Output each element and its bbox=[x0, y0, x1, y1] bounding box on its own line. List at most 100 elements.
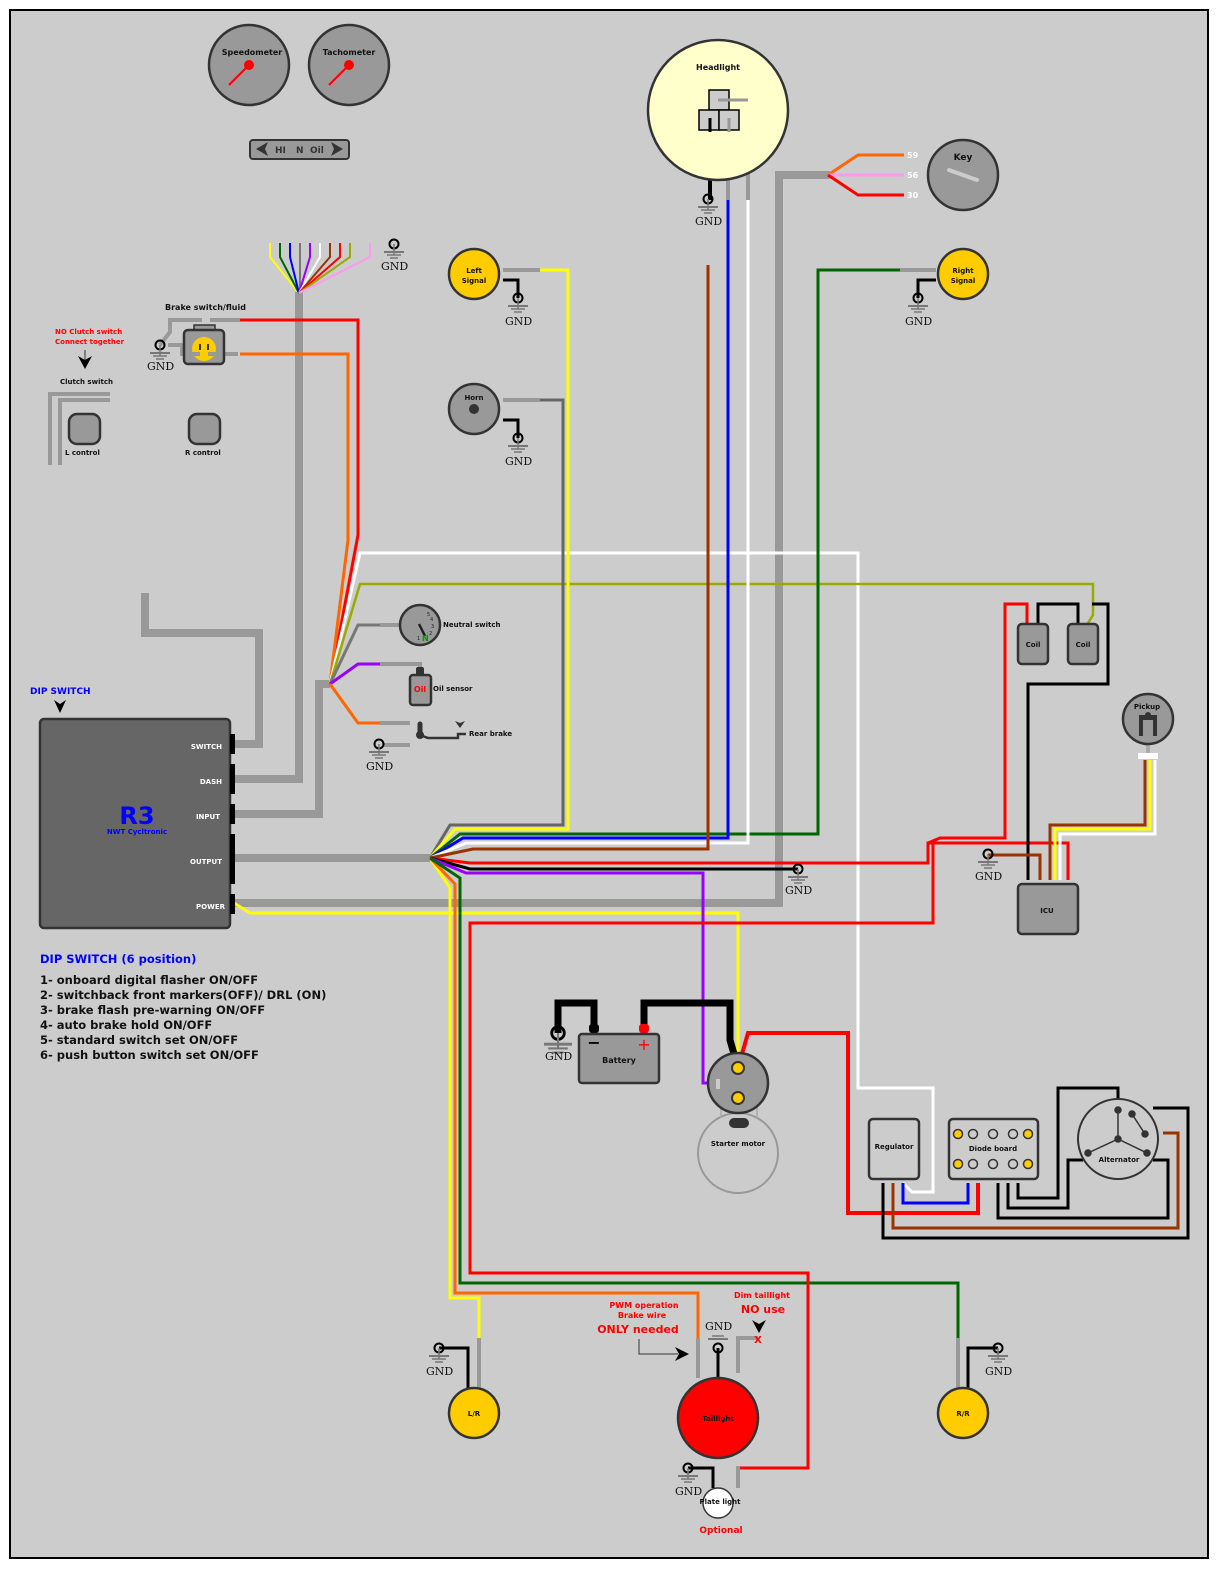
horn: Horn bbox=[447, 382, 501, 436]
speedometer: Speedometer bbox=[207, 23, 291, 107]
wire-switch-trunk bbox=[141, 593, 263, 748]
svg-text:NO Clutch switch: NO Clutch switch bbox=[55, 328, 122, 336]
svg-text:1- onboard digital flasher ON/: 1- onboard digital flasher ON/OFF bbox=[40, 973, 258, 987]
rear-right-signal: R/R bbox=[936, 1386, 990, 1440]
svg-text:30: 30 bbox=[907, 191, 919, 200]
pickup-magnet-icon bbox=[1139, 715, 1157, 736]
svg-text:Right: Right bbox=[952, 267, 974, 275]
svg-text:PWM operation: PWM operation bbox=[609, 1301, 678, 1310]
wire-battery-negative bbox=[554, 999, 598, 1033]
battery: − + Battery bbox=[577, 1024, 661, 1085]
gnd-label: GND bbox=[426, 1365, 453, 1378]
svg-text:Oil: Oil bbox=[310, 146, 324, 156]
wires bbox=[48, 98, 1190, 1488]
plate-light: Plate light Optional bbox=[699, 1487, 743, 1536]
svg-text:ONLY needed: ONLY needed bbox=[597, 1323, 679, 1336]
svg-text:Speedometer: Speedometer bbox=[222, 48, 283, 57]
svg-text:ICU: ICU bbox=[1040, 907, 1054, 915]
svg-text:Brake switch/fluid: Brake switch/fluid bbox=[165, 303, 246, 312]
dash-wire-fan bbox=[269, 243, 371, 294]
svg-text:Connect together: Connect together bbox=[55, 338, 125, 346]
taillight: Taillight bbox=[676, 1376, 760, 1460]
alternator: Alternator bbox=[1077, 1098, 1159, 1180]
wire-brake-light bbox=[428, 856, 700, 1338]
wire-brake-red bbox=[240, 318, 360, 685]
right-control[interactable]: R control bbox=[185, 412, 222, 457]
port-switch[interactable] bbox=[230, 734, 235, 754]
svg-text:X: X bbox=[754, 1335, 762, 1346]
port-power[interactable] bbox=[230, 894, 235, 914]
ignition-key[interactable]: 59 56 30 Key bbox=[907, 138, 1000, 212]
gnd-label: GND bbox=[505, 455, 532, 468]
svg-text:INPUT: INPUT bbox=[196, 813, 220, 821]
svg-text:NO use: NO use bbox=[741, 1303, 785, 1316]
svg-text:Brake wire: Brake wire bbox=[618, 1311, 667, 1320]
svg-text:R/R: R/R bbox=[956, 1410, 970, 1418]
svg-text:Pickup: Pickup bbox=[1134, 703, 1160, 711]
regulator: Regulator bbox=[867, 1117, 921, 1181]
diode-board: Diode board bbox=[947, 1117, 1040, 1181]
wire-starter-red bbox=[736, 1031, 980, 1215]
svg-text:5: 5 bbox=[427, 612, 430, 618]
right-turn-arrow-icon bbox=[331, 142, 343, 156]
brake-switch: Brake switch/fluid bbox=[165, 303, 246, 366]
controller-r3: DIP SWITCH R3 NWT Cycltronic SWITCH DASH… bbox=[30, 687, 235, 930]
svg-text:DIP SWITCH (6 position): DIP SWITCH (6 position) bbox=[40, 952, 196, 966]
svg-text:Neutral switch: Neutral switch bbox=[443, 621, 500, 629]
wire-red-plate bbox=[468, 843, 935, 1470]
rear-brake-switch: Rear brake bbox=[416, 721, 512, 740]
svg-text:+: + bbox=[637, 1035, 650, 1054]
svg-text:Horn: Horn bbox=[464, 394, 483, 402]
dip-switch-label: DIP SWITCH bbox=[30, 687, 91, 697]
neutral-switch: 1 2 3 4 5 N Neutral switch bbox=[398, 603, 500, 647]
svg-text:Oil: Oil bbox=[414, 685, 427, 694]
pwm-note: PWM operation Brake wire ONLY needed bbox=[597, 1301, 689, 1361]
pickup: Pickup bbox=[1121, 692, 1175, 746]
wire-power-yellow bbox=[233, 901, 740, 1068]
arrow-down-icon bbox=[54, 700, 66, 713]
port-output[interactable] bbox=[230, 834, 235, 884]
gnd-label: GND bbox=[505, 315, 532, 328]
gnd-label: GND bbox=[985, 1365, 1012, 1378]
svg-text:Coil: Coil bbox=[1076, 641, 1091, 649]
svg-text:Left: Left bbox=[466, 267, 482, 275]
svg-text:Battery: Battery bbox=[602, 1056, 637, 1065]
svg-text:R control: R control bbox=[185, 449, 221, 457]
svg-text:HI: HI bbox=[275, 146, 286, 156]
rear-left-signal: L/R bbox=[447, 1386, 501, 1440]
gnd-label: GND bbox=[675, 1485, 702, 1498]
wire-input-trunk bbox=[232, 680, 330, 818]
svg-text:L control: L control bbox=[65, 449, 100, 457]
wire-olive-coil bbox=[328, 582, 1095, 685]
wire-lr-signal bbox=[428, 857, 481, 1338]
controller-name: R3 bbox=[119, 802, 154, 830]
port-dash[interactable] bbox=[230, 764, 235, 794]
svg-text:Headlight: Headlight bbox=[696, 63, 740, 72]
ground-symbols: GND GND GND GND GND GND GND GND GND GND … bbox=[147, 193, 1012, 1498]
arrow-down-icon bbox=[752, 1320, 766, 1333]
dim-note: Dim taillight NO use X bbox=[734, 1291, 790, 1346]
wire-brown bbox=[429, 265, 710, 860]
svg-text:Plate light: Plate light bbox=[700, 1498, 742, 1506]
wire-right-signal bbox=[429, 268, 900, 860]
svg-text:POWER: POWER bbox=[196, 903, 226, 911]
svg-text:DASH: DASH bbox=[200, 778, 222, 786]
svg-text:Rear brake: Rear brake bbox=[469, 730, 512, 738]
wire-brake-orange bbox=[240, 352, 350, 685]
wire-headlight-blue bbox=[429, 200, 730, 860]
port-input[interactable] bbox=[230, 804, 235, 824]
svg-text:5- standard switch set ON/OFF: 5- standard switch set ON/OFF bbox=[40, 1033, 238, 1047]
wire-rr-signal bbox=[429, 856, 960, 1338]
arrow-down-icon bbox=[78, 356, 92, 369]
key-slot-icon bbox=[947, 168, 979, 182]
left-control[interactable]: L control bbox=[65, 412, 102, 457]
indicator-panel: HI N Oil bbox=[249, 139, 350, 160]
svg-text:3- brake flash pre-warning ON/: 3- brake flash pre-warning ON/OFF bbox=[40, 1003, 265, 1017]
controller-brand: NWT Cycltronic bbox=[107, 828, 167, 836]
svg-text:4: 4 bbox=[430, 617, 433, 623]
svg-text:2: 2 bbox=[429, 631, 432, 637]
svg-text:Optional: Optional bbox=[699, 1526, 742, 1536]
wire-left-signal bbox=[428, 268, 570, 859]
oil-sensor: Oil Oil sensor bbox=[408, 667, 473, 707]
svg-text:1: 1 bbox=[417, 636, 420, 642]
